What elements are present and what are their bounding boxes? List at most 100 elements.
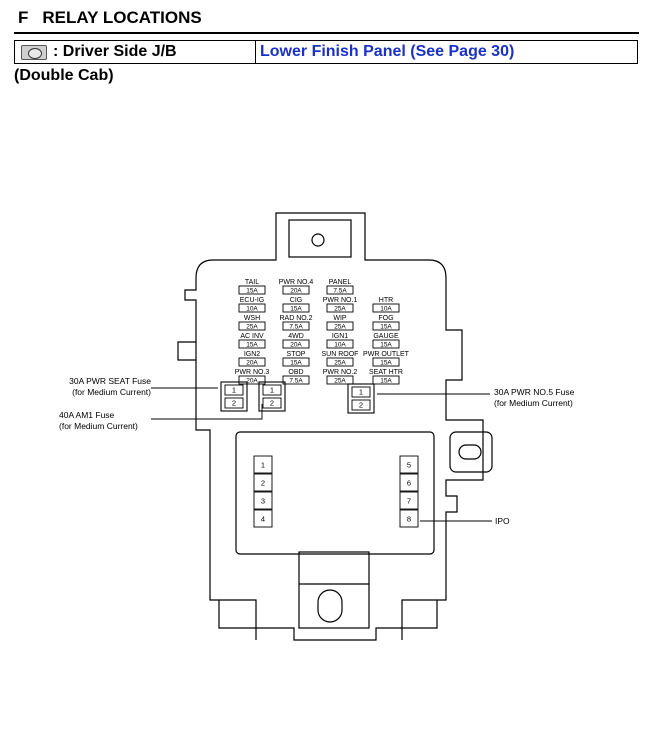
fuse-rating-box (238, 375, 266, 385)
fuse-name: ECU-IG (240, 297, 265, 304)
fuse-rating: 15A (380, 360, 392, 367)
fuse-rating-box (238, 303, 266, 313)
fuse-slot: TAIL 15A (238, 279, 266, 295)
bottom-connector-slot (317, 589, 343, 623)
fuse-slot: AC INV 15A (238, 333, 266, 349)
fuse-rating-box (238, 357, 266, 367)
top-relay-hole (311, 233, 325, 247)
fuse-rating: 7.5A (289, 324, 303, 331)
pin-cell (399, 455, 419, 474)
fuse-rating: 25A (334, 306, 346, 313)
pin-cell (253, 473, 273, 492)
fuse-body (258, 381, 286, 412)
pwr-no5-callout-line2: (for Medium Current) (494, 398, 573, 408)
fuse-body (347, 383, 375, 414)
fuse-name: TAIL (245, 279, 259, 286)
connector-pin: 7 (399, 491, 419, 510)
fuse-name: PWR OUTLET (363, 351, 410, 358)
fuse-name: PWR NO.4 (279, 279, 314, 286)
pin-number: 8 (407, 515, 411, 524)
fuse-rating-box (372, 303, 400, 313)
fuse-terminal (224, 384, 244, 396)
fuse-name: AC INV (240, 333, 264, 340)
pin-cell (399, 509, 419, 528)
fuse-name: CIG (290, 297, 302, 304)
fuse-slot: PWR OUTLET 15A (363, 351, 410, 367)
connector-pin: 4 (253, 509, 273, 528)
fuse-rating: 20A (290, 342, 302, 349)
fuse-rating: 15A (246, 342, 258, 349)
fuse-rating-box (238, 321, 266, 331)
block-name: : Driver Side J/B (53, 43, 177, 60)
fuse-rating-box (372, 321, 400, 331)
pin-cell (399, 491, 419, 510)
pin-number: 4 (261, 515, 265, 524)
left-mount-tab (177, 341, 196, 361)
pin-cell (253, 509, 273, 528)
fuse-terminal-number: 2 (359, 401, 363, 410)
fuse-rating: 15A (380, 324, 392, 331)
left-foot (219, 599, 257, 640)
location-place-cell[interactable]: Lower Finish Panel (See Page 30) (256, 41, 637, 63)
fuse-rating-box (372, 339, 400, 349)
pwr-no5-callout-line1: 30A PWR NO.5 Fuse (494, 387, 575, 397)
pin-number: 3 (261, 497, 265, 506)
right-foot (401, 599, 437, 640)
fuse-rating: 20A (290, 288, 302, 295)
fuse-rating: 15A (380, 378, 392, 385)
title-rule (14, 32, 639, 34)
connector-pin: 5 (399, 455, 419, 474)
fuse-rating: 15A (246, 288, 258, 295)
fuse-name: PANEL (329, 279, 352, 286)
fuse-rating: 15A (290, 360, 302, 367)
fuse-rating-box (282, 339, 310, 349)
location-link[interactable]: Lower Finish Panel (See Page 30) (260, 43, 515, 60)
fuse-name: PWR NO.2 (323, 369, 358, 376)
right-mount (449, 431, 493, 473)
fuse-rating: 10A (246, 306, 258, 313)
fuse-name: IGN2 (244, 351, 260, 358)
fuse-rating-box (282, 303, 310, 313)
pin-number: 7 (407, 497, 411, 506)
am1-callout-line1: 40A AM1 Fuse (59, 410, 115, 420)
fuse-rating: 10A (334, 342, 346, 349)
location-table: : Driver Side J/B Lower Finish Panel (Se… (14, 40, 638, 64)
fuse-name: SEAT HTR (369, 369, 403, 376)
fuse-rating-box (326, 375, 354, 385)
fuse-terminal (351, 386, 371, 398)
fuse-rating: 7.5A (289, 378, 303, 385)
fuse-slot: RAD NO.2 7.5A (279, 315, 312, 331)
pin-number: 2 (261, 479, 265, 488)
fuse-terminal-number: 1 (359, 388, 363, 397)
fuse-rating-box (282, 285, 310, 295)
fuse-rating-box (372, 357, 400, 367)
connector-pin: 8 (399, 509, 419, 528)
fuse-rating: 25A (246, 324, 258, 331)
fuse-name: SUN ROOF (322, 351, 359, 358)
right-mount-slot (458, 444, 482, 460)
medium-current-fuse: 12 (258, 381, 286, 412)
fuse-name: RAD NO.2 (279, 315, 312, 322)
fuse-rating: 15A (380, 342, 392, 349)
am1-callout-line2: (for Medium Current) (59, 421, 138, 431)
fuse-terminal (224, 397, 244, 409)
pin-number: 1 (261, 461, 265, 470)
fuse-name: 4WD (288, 333, 304, 340)
pin-cell (253, 491, 273, 510)
fuse-rating: 10A (380, 306, 392, 313)
bottom-connector (298, 551, 370, 629)
pin-cell (253, 455, 273, 474)
pin-number: 5 (407, 461, 411, 470)
fuse-name: WIP (333, 315, 347, 322)
